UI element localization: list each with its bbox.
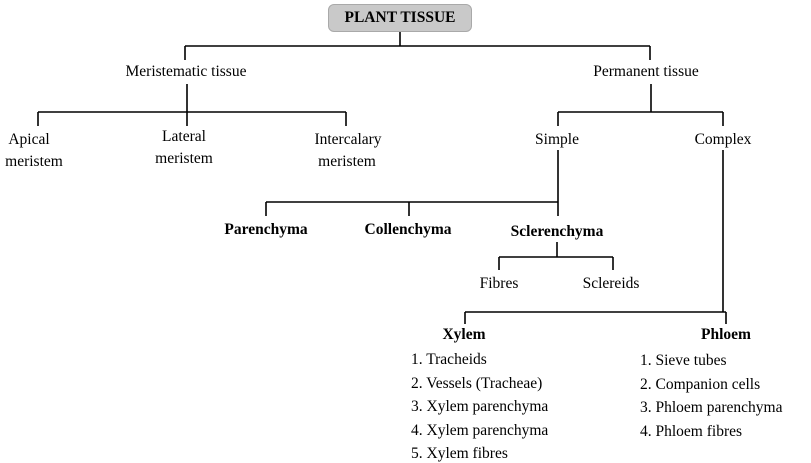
fibres-label: Fibres bbox=[479, 275, 519, 292]
sclerenchyma-label: Sclerenchyma bbox=[510, 223, 604, 240]
sclereids-label: Sclereids bbox=[582, 275, 640, 292]
xylem-components-list: 1. Tracheids 2. Vessels (Tracheae) 3. Xy… bbox=[411, 348, 548, 463]
phloem-components-list: 1. Sieve tubes 2. Companion cells 3. Phl… bbox=[640, 349, 782, 443]
complex-tissue-label: Complex bbox=[694, 131, 752, 148]
list-item: 1. Tracheids bbox=[411, 351, 487, 368]
permanent-tissue-label: Permanent tissue bbox=[593, 63, 699, 80]
simple-tissue-label: Simple bbox=[535, 131, 579, 148]
phloem-label: Phloem bbox=[701, 326, 751, 343]
collenchyma-label: Collenchyma bbox=[364, 221, 452, 238]
list-item: 4. Xylem parenchyma bbox=[411, 421, 549, 439]
list-item: 4. Phloem fibres bbox=[640, 422, 743, 440]
root-node: PLANT TISSUE bbox=[328, 4, 472, 32]
list-item: 3. Xylem parenchyma bbox=[411, 398, 549, 415]
parenchyma-label: Parenchyma bbox=[224, 221, 308, 238]
intercalary-meristem-line2: meristem bbox=[318, 153, 376, 170]
list-item: 2. Vessels (Tracheae) bbox=[411, 374, 543, 392]
list-item: 3. Phloem parenchyma bbox=[640, 399, 783, 416]
meristematic-tissue-label: Meristematic tissue bbox=[125, 63, 247, 80]
list-item: 5. Xylem fibres bbox=[411, 445, 508, 462]
root-label: PLANT TISSUE bbox=[344, 9, 456, 26]
lateral-meristem-line2: meristem bbox=[155, 150, 213, 167]
list-item: 2. Companion cells bbox=[640, 375, 761, 393]
intercalary-meristem-line1: Intercalary bbox=[314, 131, 382, 148]
apical-meristem-line1: Apical bbox=[8, 131, 50, 148]
apical-meristem-line2: meristem bbox=[5, 153, 63, 170]
xylem-label: Xylem bbox=[442, 326, 486, 343]
list-item: 1. Sieve tubes bbox=[640, 352, 727, 369]
lateral-meristem-line1: Lateral bbox=[162, 128, 206, 145]
